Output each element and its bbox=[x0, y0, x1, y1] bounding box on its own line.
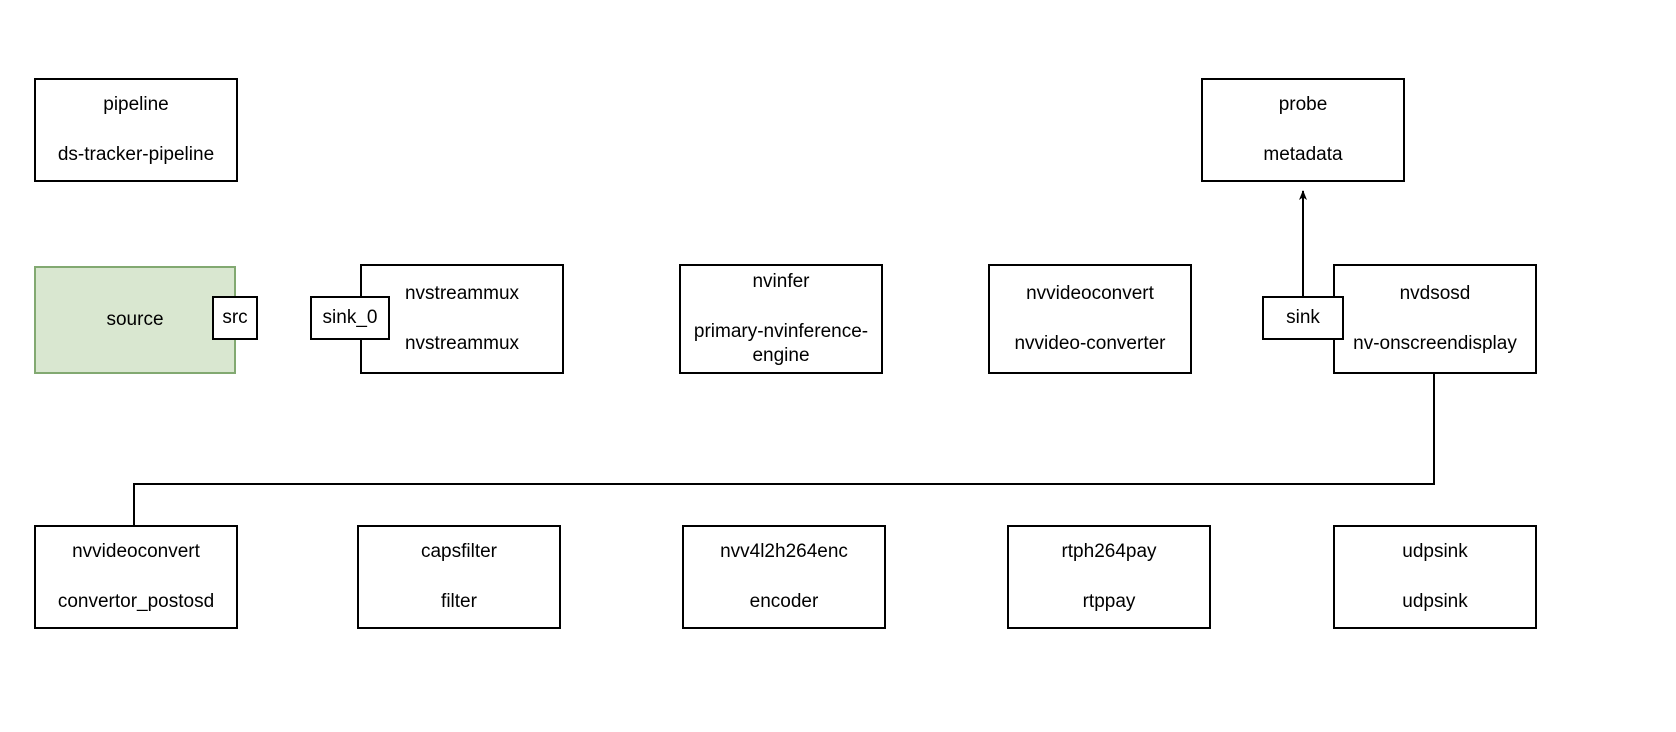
node-nvdsosd[interactable]: nvdsosd nv-onscreendisplay bbox=[1333, 264, 1537, 374]
node-encoder-name: encoder bbox=[749, 591, 819, 612]
node-nvinfer[interactable]: nvinfer primary-nvinference- engine bbox=[679, 264, 883, 374]
node-nvdsosd-class: nvdsosd bbox=[1399, 282, 1471, 304]
pad-sink-0-label: sink_0 bbox=[322, 307, 378, 328]
node-pipeline-class: pipeline bbox=[103, 93, 169, 115]
node-nvstreammux-name: nvstreammux bbox=[404, 333, 520, 354]
node-nvvideoconvert-name: nvvideo-converter bbox=[1014, 333, 1166, 354]
node-nvstreammux[interactable]: nvstreammux nvstreammux bbox=[360, 264, 564, 374]
node-source-class: source bbox=[106, 308, 164, 330]
node-nvvideoconvert[interactable]: nvvideoconvert nvvideo-converter bbox=[988, 264, 1192, 374]
node-convertor-postosd-name: convertor_postosd bbox=[57, 591, 215, 612]
node-nvinfer-name: primary-nvinference- engine bbox=[693, 320, 869, 367]
node-probe-class: probe bbox=[1278, 93, 1328, 115]
pad-src[interactable]: src bbox=[212, 296, 258, 340]
node-capsfilter-name: filter bbox=[441, 591, 477, 612]
pad-src-label: src bbox=[222, 307, 248, 328]
node-capsfilter-class: capsfilter bbox=[420, 540, 498, 562]
pad-sink[interactable]: sink bbox=[1262, 296, 1344, 340]
node-capsfilter[interactable]: capsfilter filter bbox=[357, 525, 561, 629]
node-udpsink-class: udpsink bbox=[1402, 540, 1468, 562]
node-encoder[interactable]: nvv4l2h264enc encoder bbox=[682, 525, 886, 629]
node-convertor-postosd[interactable]: nvvideoconvert convertor_postosd bbox=[34, 525, 238, 629]
node-pipeline[interactable]: pipeline ds-tracker-pipeline bbox=[34, 78, 238, 182]
node-udpsink[interactable]: udpsink udpsink bbox=[1333, 525, 1537, 629]
node-nvinfer-class: nvinfer bbox=[752, 270, 810, 292]
node-encoder-class: nvv4l2h264enc bbox=[720, 540, 848, 562]
node-rtppay-class: rtph264pay bbox=[1061, 540, 1157, 562]
node-rtppay-name: rtppay bbox=[1082, 591, 1136, 612]
node-nvstreammux-class: nvstreammux bbox=[404, 282, 520, 304]
node-probe-name: metadata bbox=[1263, 144, 1343, 165]
edge-nvdsosd-to-convertor bbox=[130, 374, 1435, 536]
node-probe[interactable]: probe metadata bbox=[1201, 78, 1405, 182]
node-nvvideoconvert-class: nvvideoconvert bbox=[1026, 282, 1154, 304]
node-nvdsosd-name: nv-onscreendisplay bbox=[1353, 333, 1517, 354]
pad-sink-0[interactable]: sink_0 bbox=[310, 296, 390, 340]
node-rtppay[interactable]: rtph264pay rtppay bbox=[1007, 525, 1211, 629]
node-convertor-postosd-class: nvvideoconvert bbox=[72, 540, 200, 562]
node-source[interactable]: source bbox=[34, 266, 236, 374]
pad-sink-label: sink bbox=[1286, 307, 1320, 328]
node-pipeline-name: ds-tracker-pipeline bbox=[57, 144, 215, 165]
node-udpsink-name: udpsink bbox=[1402, 591, 1468, 612]
